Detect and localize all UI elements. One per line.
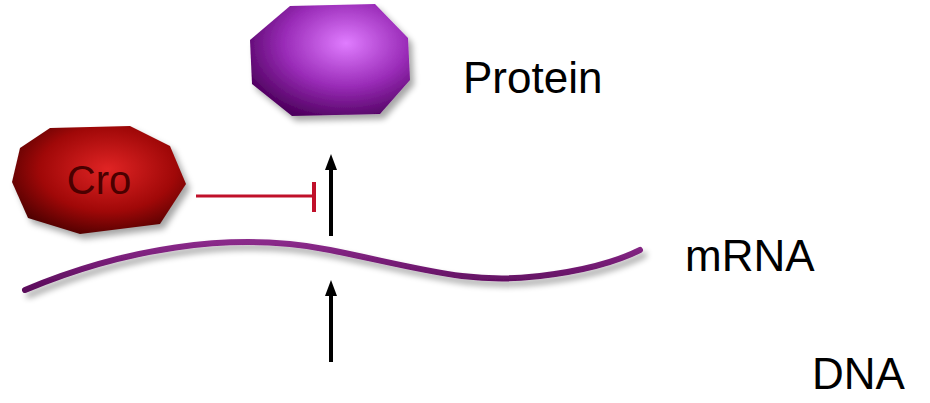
translation-arrow	[325, 154, 337, 236]
protein-name: Cro	[67, 160, 131, 200]
transcription-arrow	[325, 280, 337, 362]
mrna-label: mRNA	[685, 234, 815, 278]
inhibition-line	[196, 182, 314, 212]
cro-blob: Cro	[10, 124, 188, 236]
mrna-strand	[25, 242, 640, 290]
protein-label: Protein	[463, 56, 602, 100]
dna-label: DNA	[812, 352, 905, 396]
protein-blob	[250, 4, 410, 116]
